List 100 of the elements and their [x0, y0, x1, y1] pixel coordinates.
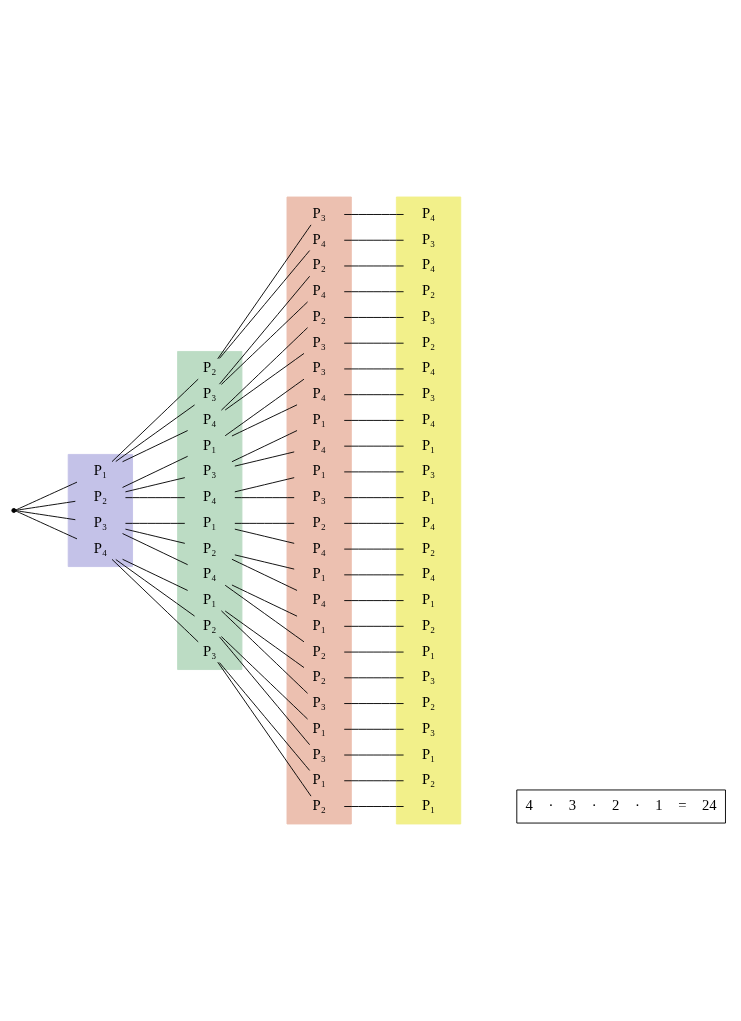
node-text: P₃ — [93, 513, 108, 530]
connector — [219, 250, 311, 359]
node-text: P₄ — [312, 282, 326, 299]
node-text: P₁ — [203, 591, 217, 608]
node-text: P₂ — [312, 668, 326, 685]
node-text: P₃ — [312, 359, 326, 376]
connector — [111, 378, 199, 463]
node-text: P₃ — [203, 385, 217, 402]
node-text: P₂ — [93, 488, 108, 505]
node-text: P₄ — [203, 565, 217, 582]
connector — [343, 600, 405, 602]
connector — [15, 510, 76, 521]
node-text: P₃ — [203, 462, 217, 479]
node-text: P₄ — [203, 410, 217, 427]
connector — [122, 533, 189, 566]
node-text: P₂ — [421, 694, 436, 711]
node-text: P₃ — [312, 333, 326, 350]
node-text: P₁ — [312, 616, 326, 633]
node-text: P₂ — [421, 771, 436, 788]
connector — [220, 636, 309, 720]
node-text: P₄ — [421, 359, 436, 376]
connector — [343, 780, 405, 782]
connector — [219, 275, 311, 385]
connector — [343, 291, 405, 293]
connector — [115, 559, 196, 617]
node-text: P₄ — [312, 385, 326, 402]
node-text: P₁ — [93, 462, 108, 479]
connector — [343, 806, 405, 807]
connector — [115, 404, 196, 462]
connector — [234, 528, 295, 544]
node-text: P₁ — [421, 797, 436, 813]
node-box: 4 · 3 · 2 · 1 = 24 — [516, 789, 726, 824]
node-text: P₄ — [421, 410, 436, 427]
node-text: P₄ — [312, 539, 326, 556]
node-text: P₁ — [312, 771, 326, 788]
connector — [343, 394, 405, 396]
connector — [343, 703, 405, 704]
connector — [220, 327, 309, 411]
connector — [125, 497, 186, 499]
connector — [343, 497, 405, 499]
node-text: P₄ — [421, 513, 436, 530]
connector — [224, 610, 305, 668]
node-text: P₂ — [421, 333, 436, 350]
connector — [224, 353, 305, 411]
node-text: P₃ — [421, 668, 436, 685]
node-text: P₂ — [312, 642, 326, 659]
node-text: P₃ — [312, 488, 326, 505]
connector — [219, 636, 311, 746]
node-text: P₂ — [312, 307, 326, 324]
connector — [111, 558, 199, 643]
node-text: P₂ — [312, 797, 326, 813]
connector — [15, 481, 78, 511]
connector — [125, 522, 186, 524]
connector — [343, 625, 405, 627]
connector — [217, 224, 312, 360]
connector — [220, 301, 309, 385]
connector — [343, 522, 405, 524]
node-text: P₂ — [203, 359, 217, 376]
node-text: P₄ — [93, 539, 108, 556]
node-text: P₃ — [421, 307, 436, 324]
node-text: P₁ — [421, 488, 436, 505]
cluster — [286, 196, 352, 825]
node-text: P₃ — [421, 230, 436, 247]
connector — [234, 554, 295, 570]
node-text: P₃ — [312, 745, 326, 762]
node-text: P₂ — [421, 282, 436, 299]
node-text: P₄ — [421, 204, 436, 221]
connector — [234, 451, 295, 467]
connector — [343, 728, 405, 730]
node-text: P₂ — [421, 616, 436, 633]
cluster — [67, 453, 133, 568]
connector — [224, 378, 305, 437]
connector — [125, 477, 186, 493]
node-text: P₁ — [312, 462, 326, 479]
node-text: P₁ — [312, 719, 326, 736]
connector — [217, 661, 312, 797]
connector — [125, 528, 186, 544]
connector — [234, 522, 295, 524]
node-text: P₃ — [203, 642, 217, 659]
node-text: P₁ — [421, 745, 436, 762]
connector — [231, 404, 298, 437]
node-text: P₃ — [421, 719, 436, 736]
node-text: P₁ — [203, 513, 217, 530]
connector — [343, 677, 405, 679]
node-text: P₄ — [312, 436, 326, 453]
node-text: P₁ — [421, 591, 436, 608]
cluster — [177, 351, 243, 670]
node-text: P₃ — [421, 385, 436, 402]
node-text: P₂ — [203, 616, 217, 633]
node-text: P₂ — [312, 513, 326, 530]
node-text: P₄ — [312, 230, 326, 247]
connector — [343, 317, 405, 318]
node-text: P₂ — [421, 539, 436, 556]
node-text: P₃ — [421, 462, 436, 479]
connector — [122, 558, 189, 591]
connector — [343, 214, 405, 215]
connector — [15, 510, 78, 540]
node-point — [11, 508, 17, 513]
connector — [234, 477, 295, 493]
node-text: P₄ — [421, 256, 436, 273]
